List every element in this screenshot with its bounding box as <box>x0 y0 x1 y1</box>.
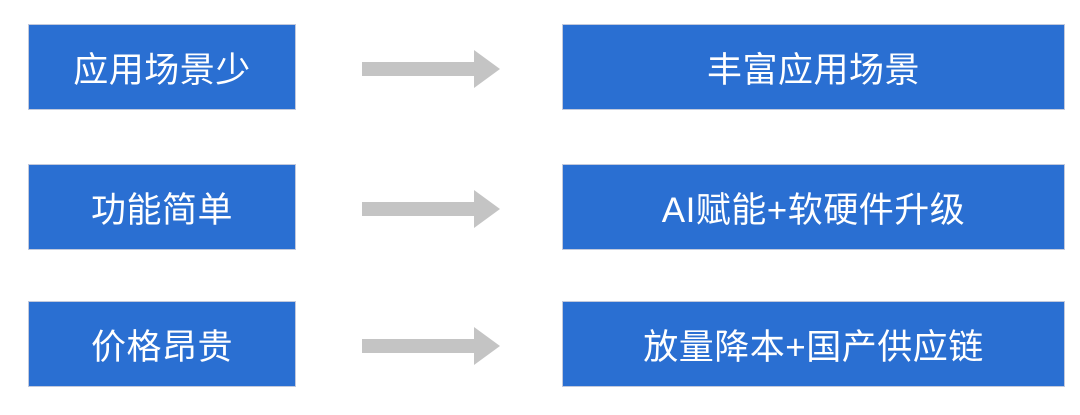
problem-box-2[interactable]: 功能简单 <box>28 164 296 250</box>
diagram-row: 功能简单 AI赋能+软硬件升级 <box>0 164 1080 250</box>
solution-box-3[interactable]: 放量降本+国产供应链 <box>562 301 1065 387</box>
problem-box-3[interactable]: 价格昂贵 <box>28 301 296 387</box>
right-arrow-icon <box>358 321 504 371</box>
right-arrow-icon <box>358 184 504 234</box>
diagram-row: 应用场景少 丰富应用场景 <box>0 24 1080 110</box>
diagram-row: 价格昂贵 放量降本+国产供应链 <box>0 301 1080 387</box>
right-arrow-icon <box>358 44 504 94</box>
solution-box-2[interactable]: AI赋能+软硬件升级 <box>562 164 1065 250</box>
solution-box-1[interactable]: 丰富应用场景 <box>562 24 1065 110</box>
problem-box-1[interactable]: 应用场景少 <box>28 24 296 110</box>
